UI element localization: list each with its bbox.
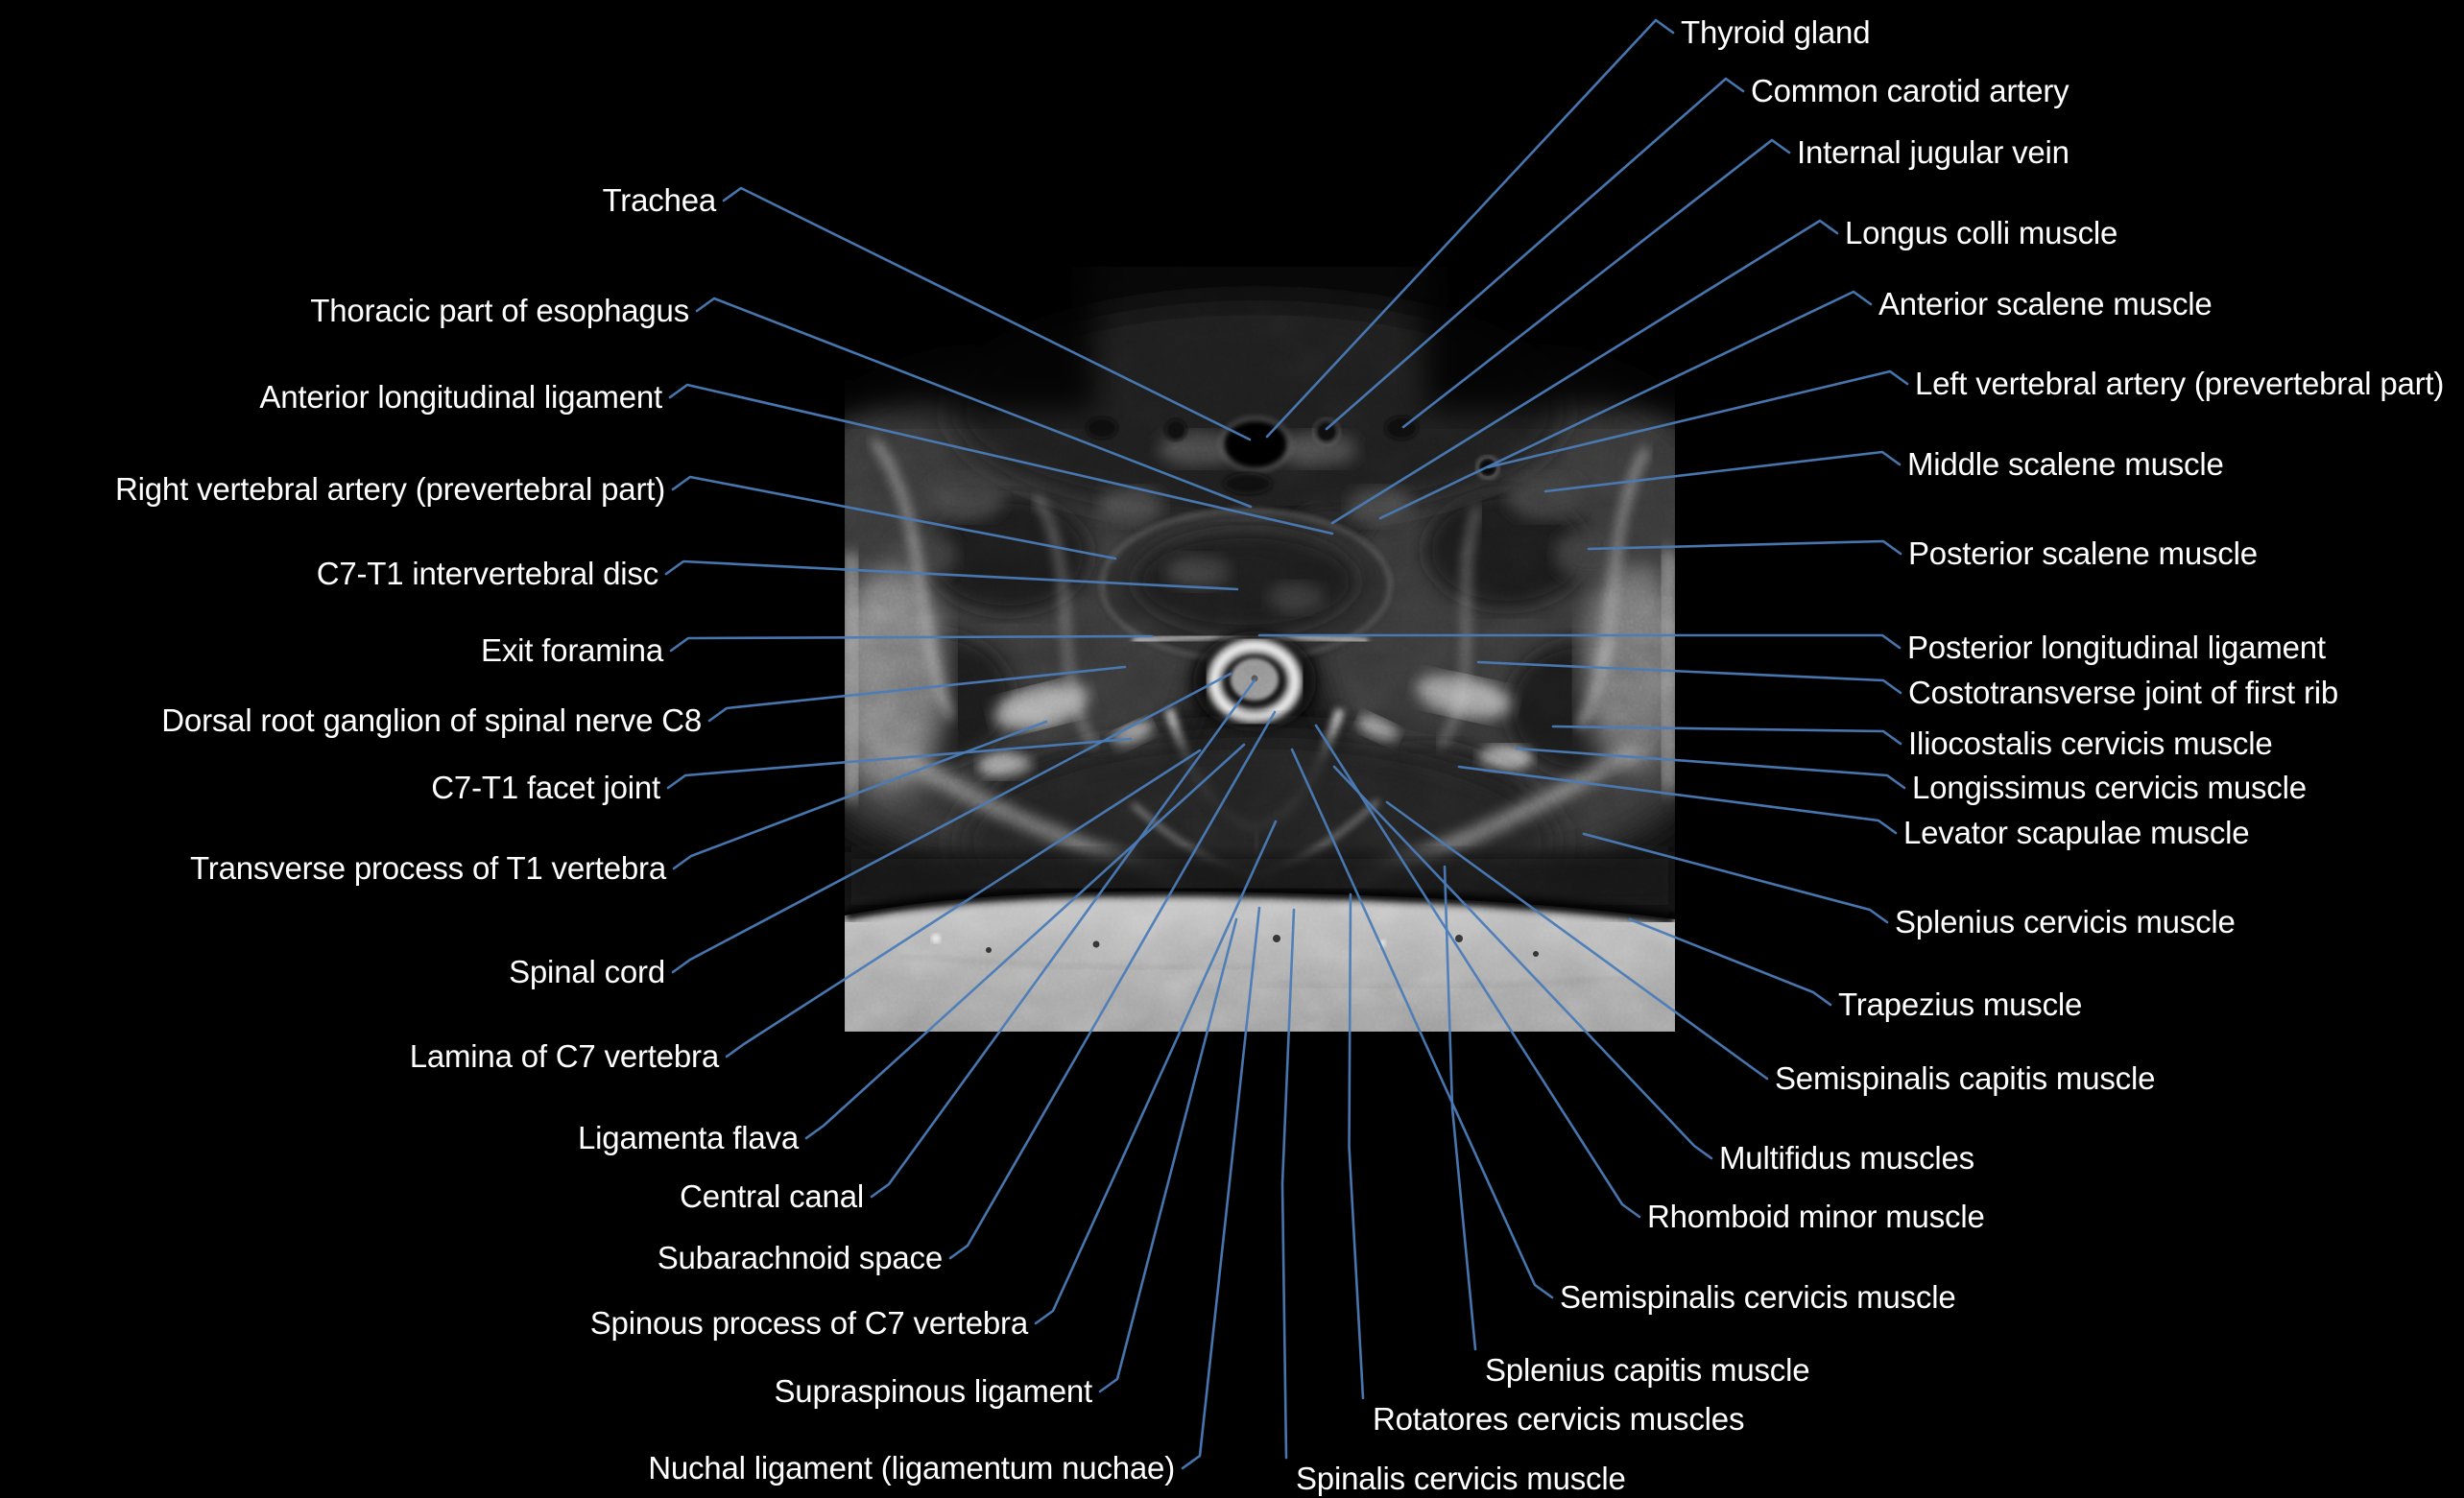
anatomy-label-costotransverse-joint-of-first-rib: Costotransverse joint of first rib: [1908, 675, 2339, 710]
anatomy-label-spinous-process-of-c7-vertebra: Spinous process of C7 vertebra: [589, 1305, 1028, 1341]
anatomy-label-splenius-cervicis-muscle: Splenius cervicis muscle: [1895, 904, 2236, 939]
anatomy-label-trapezius-muscle: Trapezius muscle: [1838, 987, 2083, 1022]
anatomy-label-ligamenta-flava: Ligamenta flava: [578, 1120, 799, 1155]
anatomy-label-left-vertebral-artery-prevertebral-part: Left vertebral artery (prevertebral part…: [1915, 366, 2445, 401]
anatomy-label-central-canal: Central canal: [680, 1178, 864, 1214]
anatomy-label-c7-t1-intervertebral-disc: C7-T1 intervertebral disc: [316, 556, 658, 591]
anatomy-label-iliocostalis-cervicis-muscle: Iliocostalis cervicis muscle: [1908, 725, 2273, 761]
anatomy-label-rotatores-cervicis-muscles: Rotatores cervicis muscles: [1373, 1401, 1745, 1437]
anatomy-label-nuchal-ligament-ligamentum-nuchae: Nuchal ligament (ligamentum nuchae): [648, 1450, 1175, 1486]
anatomy-label-posterior-scalene-muscle: Posterior scalene muscle: [1908, 535, 2258, 571]
anatomy-label-posterior-longitudinal-ligament: Posterior longitudinal ligament: [1907, 630, 2326, 665]
anatomy-label-anterior-longitudinal-ligament: Anterior longitudinal ligament: [259, 379, 662, 415]
anatomy-label-supraspinous-ligament: Supraspinous ligament: [774, 1373, 1092, 1409]
anatomy-label-right-vertebral-artery-prevertebral-part: Right vertebral artery (prevertebral par…: [115, 471, 665, 507]
anatomy-label-common-carotid-artery: Common carotid artery: [1751, 73, 2069, 108]
anatomy-label-spinal-cord: Spinal cord: [509, 954, 665, 989]
anatomy-label-anterior-scalene-muscle: Anterior scalene muscle: [1878, 286, 2213, 321]
anatomy-label-spinalis-cervicis-muscle: Spinalis cervicis muscle: [1296, 1461, 1626, 1496]
anatomy-label-thyroid-gland: Thyroid gland: [1681, 14, 1871, 50]
anatomy-label-internal-jugular-vein: Internal jugular vein: [1797, 134, 2069, 170]
anatomy-label-thoracic-part-of-esophagus: Thoracic part of esophagus: [310, 293, 689, 328]
anatomy-label-semispinalis-cervicis-muscle: Semispinalis cervicis muscle: [1560, 1279, 1956, 1315]
anatomy-label-levator-scapulae-muscle: Levator scapulae muscle: [1903, 815, 2250, 850]
anatomy-label-rhomboid-minor-muscle: Rhomboid minor muscle: [1647, 1199, 1985, 1234]
anatomy-label-longus-colli-muscle: Longus colli muscle: [1845, 215, 2118, 250]
anatomy-label-middle-scalene-muscle: Middle scalene muscle: [1907, 446, 2224, 482]
anatomy-label-transverse-process-of-t1-vertebra: Transverse process of T1 vertebra: [190, 850, 666, 886]
anatomy-label-subarachnoid-space: Subarachnoid space: [657, 1240, 943, 1275]
anatomy-label-splenius-capitis-muscle: Splenius capitis muscle: [1485, 1352, 1810, 1388]
anatomy-label-trachea: Trachea: [602, 182, 717, 218]
anatomy-label-dorsal-root-ganglion-of-spinal-nerve-c8: Dorsal root ganglion of spinal nerve C8: [161, 702, 702, 738]
anatomy-label-longissimus-cervicis-muscle: Longissimus cervicis muscle: [1912, 770, 2307, 805]
anatomy-label-exit-foramina: Exit foramina: [481, 632, 663, 668]
anatomy-label-multifidus-muscles: Multifidus muscles: [1719, 1140, 1974, 1176]
anatomy-label-lamina-of-c7-vertebra: Lamina of C7 vertebra: [409, 1038, 720, 1074]
anatomy-label-semispinalis-capitis-muscle: Semispinalis capitis muscle: [1775, 1060, 2156, 1096]
anatomy-label-c7-t1-facet-joint: C7-T1 facet joint: [431, 770, 660, 805]
